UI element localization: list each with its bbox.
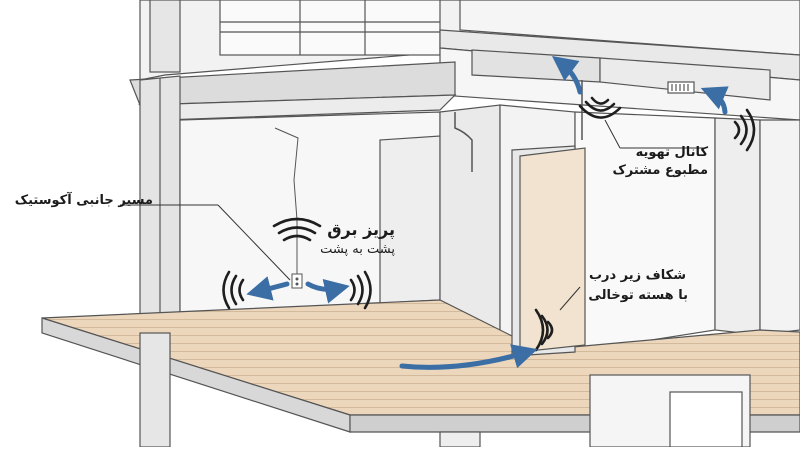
left-room-walls — [179, 111, 441, 321]
duct-label-subtitle: مطبوع مشترک — [612, 163, 708, 178]
sound-wave-icon — [578, 96, 622, 119]
outlet-label-title: پریز برق — [327, 220, 395, 239]
outlet-label-subtitle: پشت به پشت — [320, 242, 395, 257]
flanking-arrow — [246, 55, 729, 370]
duct-label-title: کانال تهویه — [635, 145, 708, 160]
lower-floor-facade — [139, 332, 751, 448]
left-column — [139, 75, 181, 319]
sound-wave-icon — [733, 108, 756, 152]
electrical-outlet-icon — [274, 127, 303, 289]
sound-wave-icon — [534, 308, 554, 352]
hollow-core-door — [511, 145, 586, 357]
sound-wave-icon — [272, 217, 322, 242]
upper-floor-facade — [139, 0, 471, 81]
side-path-label: مسیر جانبی آکوستیک — [14, 193, 153, 208]
door-label-subtitle: با هسته توخالی — [588, 288, 688, 303]
door-label-title: شکاف زیر درب — [588, 268, 686, 283]
leader-lines — [120, 119, 705, 311]
sound-wave-icon — [222, 270, 245, 310]
right-room-walls — [574, 111, 800, 353]
sound-wave-icon — [349, 270, 372, 310]
